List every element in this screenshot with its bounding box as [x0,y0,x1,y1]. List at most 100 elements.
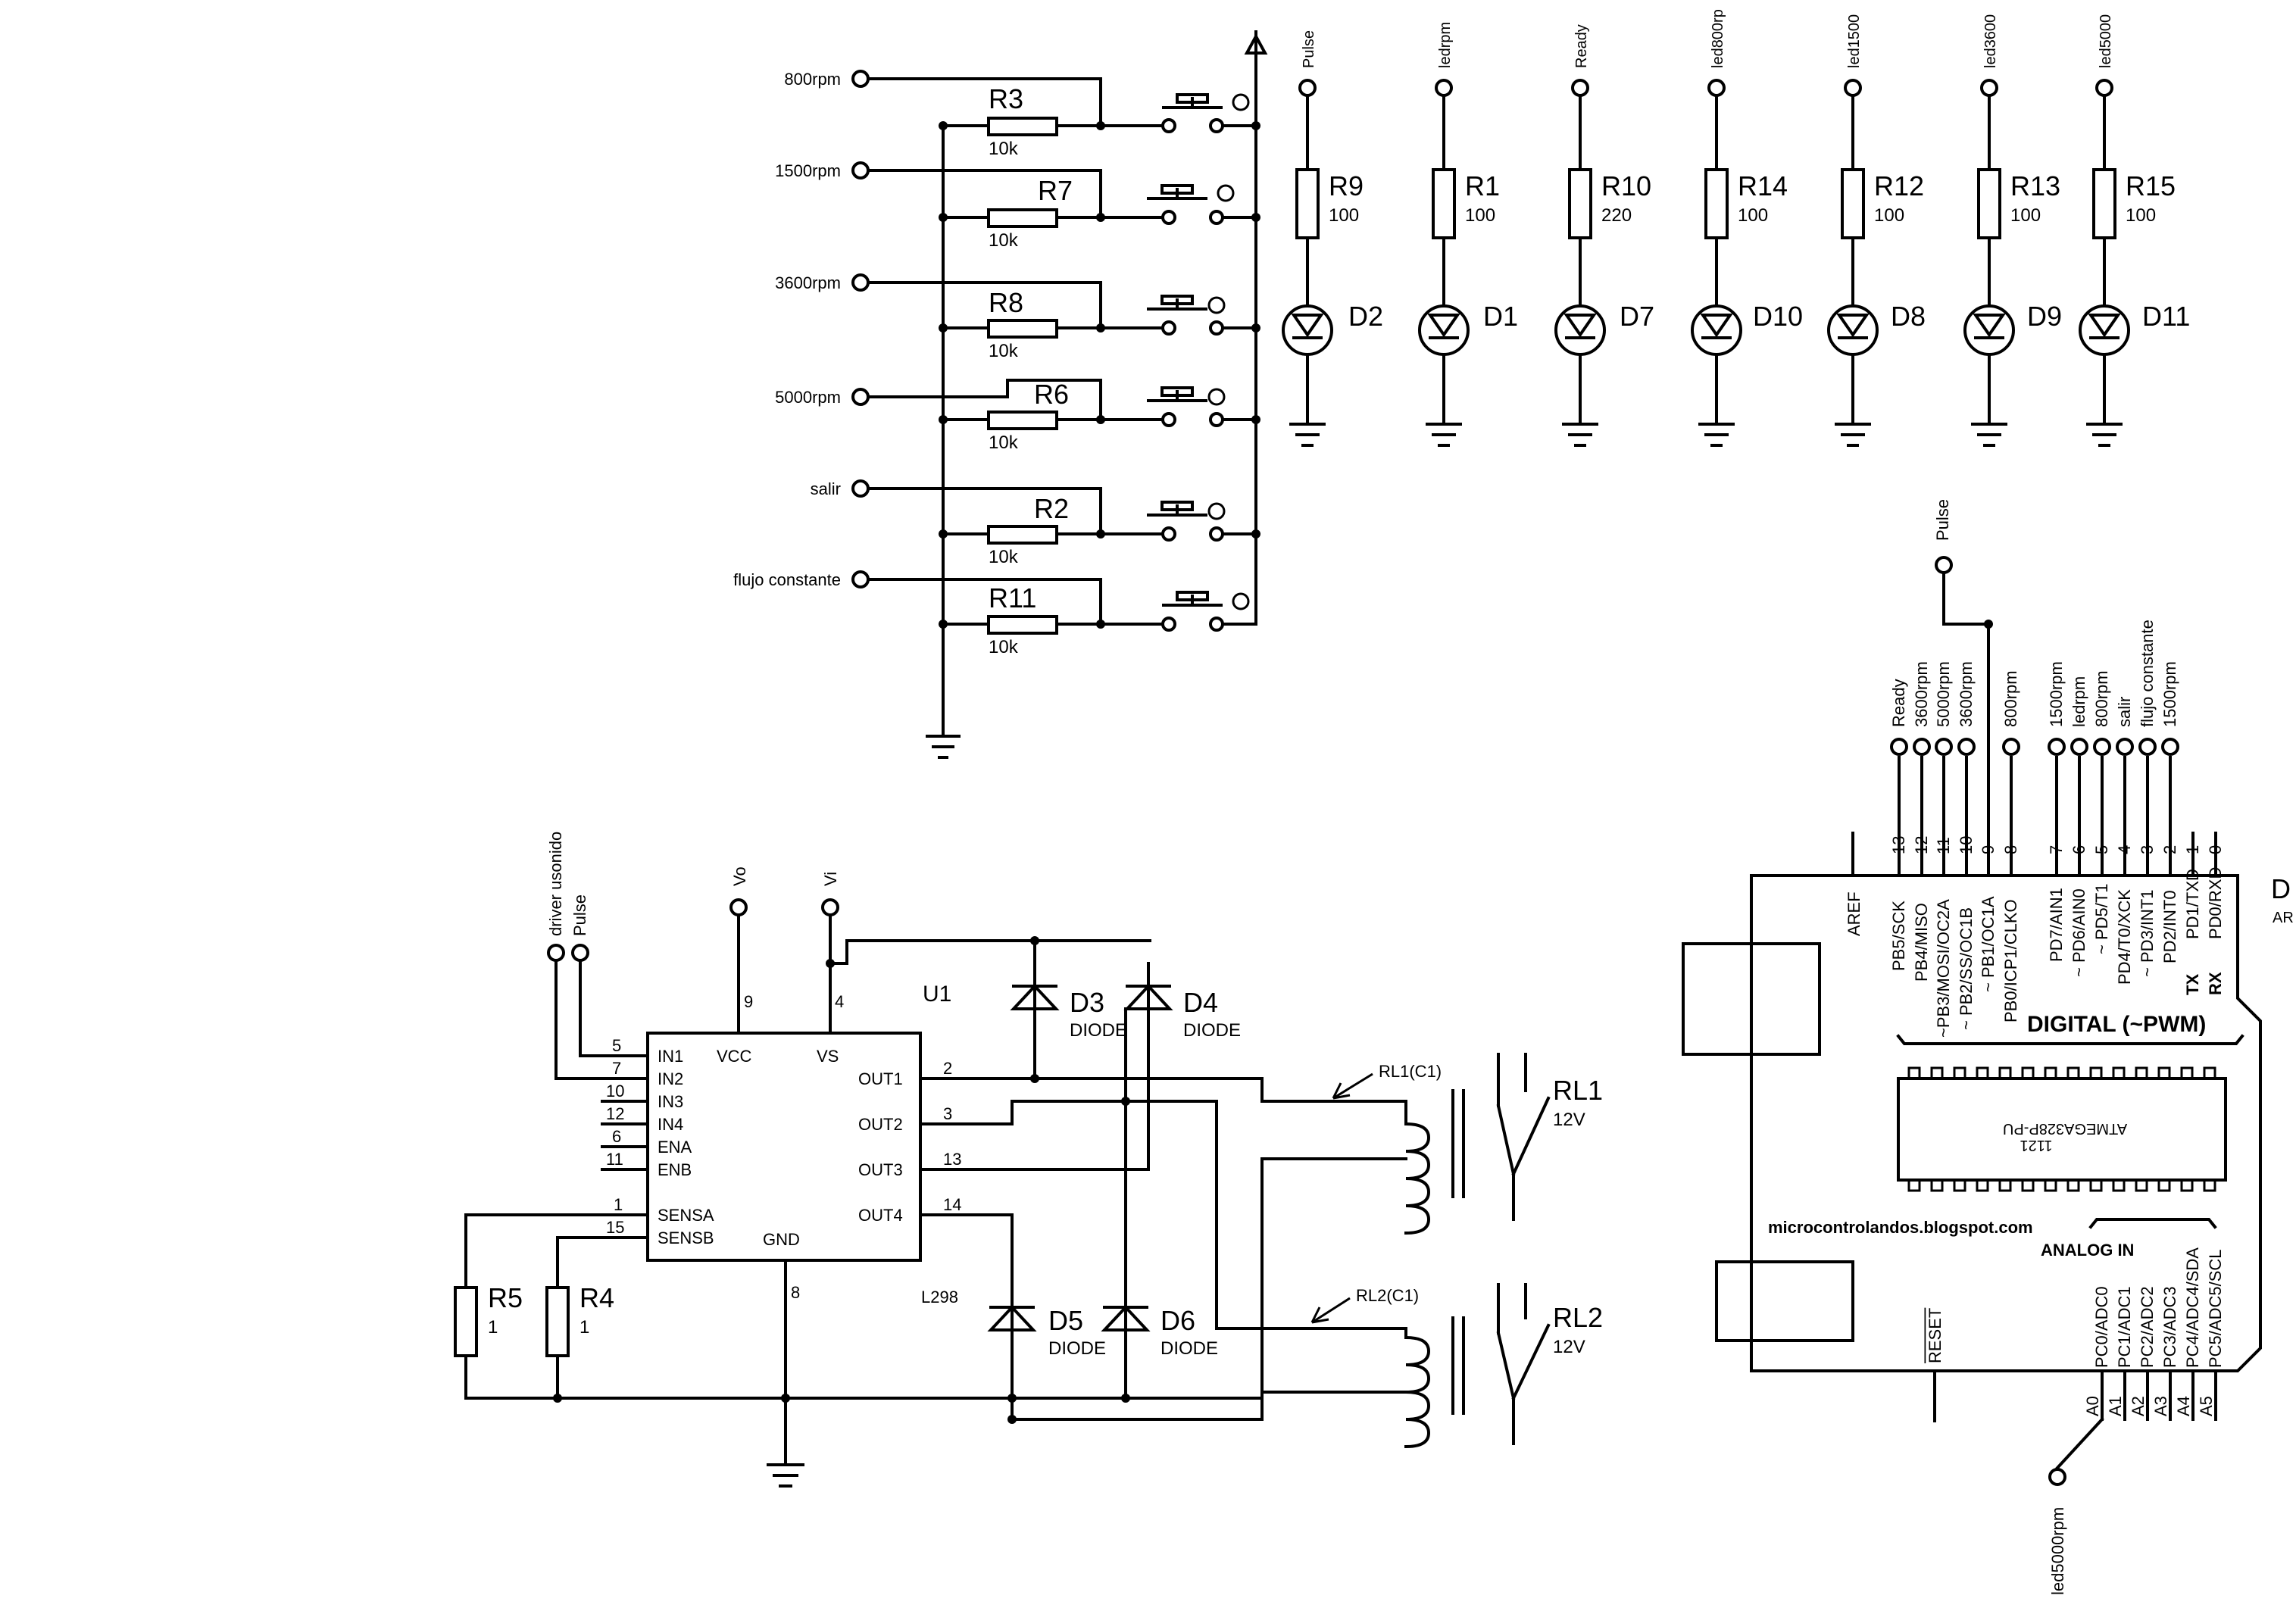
ground-symbol [926,735,961,759]
label-800rpm: 800rpm [784,70,841,89]
led-ref: D2 [1348,301,1383,332]
svg-text:PB4/MISO: PB4/MISO [1912,903,1931,982]
terminal-3600rpm[interactable] [851,273,870,292]
terminal-vo[interactable] [729,898,748,916]
value-R11: 10k [989,637,1019,657]
ref-R11: R11 [989,582,1036,613]
svg-text:~PB3/MOSI/OC2A: ~PB3/MOSI/OC2A [1934,899,1953,1038]
resistor-value: 100 [2010,205,2041,226]
ground-symbol [2086,423,2123,447]
chip-label: ATMEGA328P-PU [2003,1120,2127,1137]
net-terminal[interactable] [1435,79,1453,97]
terminal-800rpm[interactable] [851,70,870,88]
svg-text:IN1: IN1 [658,1047,683,1066]
terminal-driver-usonido[interactable] [547,944,565,962]
resistor-value: 100 [1465,205,1495,226]
led-resistor [1295,168,1320,239]
terminal-5000rpm[interactable] [851,388,870,406]
relay-RL1: RL1(C1) RL1 12V [1260,1053,1603,1400]
net-label: led3600 [1982,14,1999,68]
terminal-vi[interactable] [821,898,839,916]
net-terminal[interactable] [1571,79,1589,97]
terminal-flujo-constante[interactable] [851,570,870,588]
arduino-pulse-terminal[interactable] [1935,556,1953,574]
ref-R3: R3 [989,83,1023,114]
terminal-led5000rpm[interactable] [2048,1468,2066,1486]
led-column-3: led800rp R14 100 D10 [1691,9,1803,447]
value-R6: 10k [989,432,1019,453]
svg-text:9: 9 [744,992,753,1011]
input-row-2: 3600rpm R8 10k [775,273,1260,361]
svg-text:DIODE: DIODE [1160,1338,1218,1359]
svg-text:ENB: ENB [658,1160,692,1179]
svg-text:PC5/ADC5/SCL: PC5/ADC5/SCL [2206,1249,2225,1368]
diode-D3-icon [1010,984,1060,1010]
svg-text:OUT3: OUT3 [858,1160,903,1179]
svg-text:R4: R4 [579,1282,614,1313]
relay-coil-icon [1404,1335,1431,1449]
svg-text:PC1/ADC1: PC1/ADC1 [2115,1286,2134,1368]
sense-resistor-R4 [545,1286,570,1357]
svg-text:12: 12 [606,1104,624,1123]
led-ref: D11 [2142,301,2190,332]
svg-text:flujo constante: flujo constante [2138,620,2157,727]
input-row-5: flujo constante R11 10k [733,570,1257,657]
diode-D4-icon [1123,984,1173,1010]
terminal-salir[interactable] [851,479,870,498]
svg-text:3600rpm: 3600rpm [1957,661,1976,727]
net-terminal[interactable] [1980,79,1998,97]
supply-arrow [1244,30,1268,55]
svg-text:13: 13 [943,1150,961,1169]
net-terminal[interactable] [1707,79,1726,97]
ground-symbol [1835,423,1871,447]
terminal-1500rpm[interactable] [851,161,870,180]
terminal-pulse[interactable] [571,944,589,962]
svg-text:7: 7 [2047,845,2066,854]
digital-title: DIGITAL (~PWM) [2027,1012,2206,1037]
svg-text:OUT1: OUT1 [858,1069,903,1088]
ground-symbol [1698,423,1735,447]
led-icon [2079,304,2130,356]
net-terminal[interactable] [1298,79,1317,97]
svg-text:PC0/ADC0: PC0/ADC0 [2092,1286,2111,1368]
svg-text:3: 3 [943,1104,952,1123]
resistor-ref: R14 [1738,170,1788,201]
net-label: led5000 [2098,14,2114,68]
net-driver-usonido: driver usonido [546,832,565,936]
svg-text:11: 11 [1934,837,1953,854]
input-row-3: 5000rpm R6 10k [775,379,1260,453]
net-label: ledrpm [1437,22,1454,68]
switch-contact [1161,210,1176,225]
svg-text:800rpm: 800rpm [2001,670,2020,727]
svg-text:VS: VS [817,1047,839,1066]
svg-text:14: 14 [943,1195,961,1214]
led-resistor [1432,168,1456,239]
net-terminal[interactable] [1844,79,1862,97]
svg-text:PB0/ICP1/CLKO: PB0/ICP1/CLKO [2001,899,2020,1022]
net-label: Pulse [1301,30,1317,68]
led-icon [1418,304,1470,356]
relay-ref: RL1 [1553,1075,1603,1106]
svg-text:4: 4 [2115,845,2134,854]
net-terminal[interactable] [2095,79,2113,97]
switch-knob-icon [1217,184,1235,202]
net-label: led800rp [1710,9,1726,68]
resistor-ref: R15 [2126,170,2176,201]
chip-pins-bottom [1907,1180,2216,1192]
svg-text:10: 10 [1957,836,1976,854]
svg-text:IN4: IN4 [658,1115,683,1134]
svg-text:AR: AR [2273,910,2294,926]
svg-text:IN2: IN2 [658,1069,683,1088]
svg-text:800rpm: 800rpm [2092,670,2111,727]
